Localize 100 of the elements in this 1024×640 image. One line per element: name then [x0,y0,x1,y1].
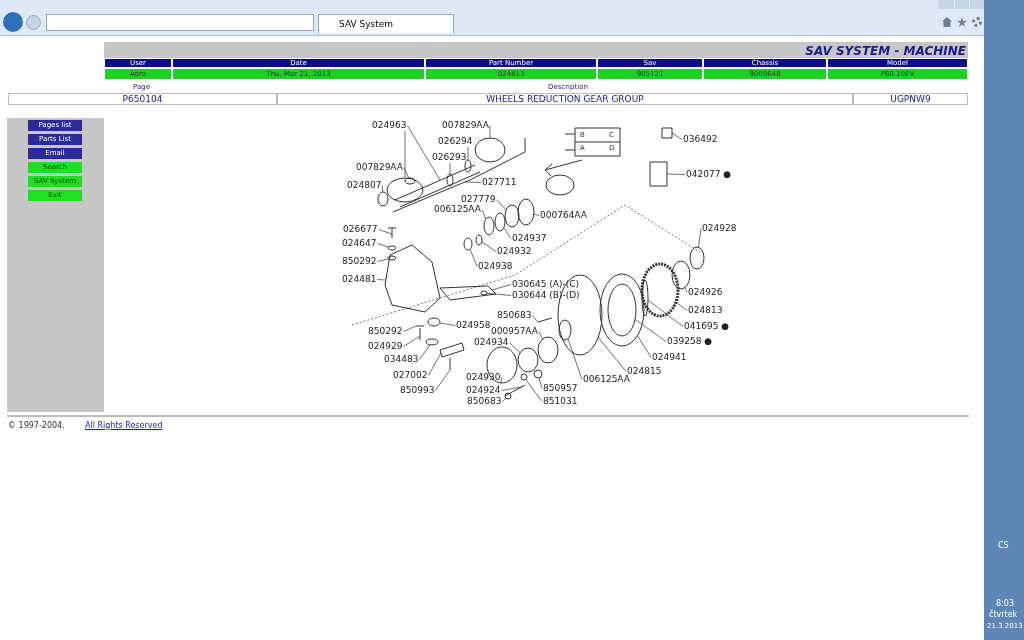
page-title: SAV SYSTEM - MACHINE [805,45,966,57]
spline-end [377,191,389,207]
leader-line [481,241,497,252]
leader-line [675,301,688,311]
callout-number: 024938 [478,262,513,271]
hub [537,336,559,364]
disc [599,273,645,347]
ring [427,317,441,327]
callout-number: 042077 ● [686,170,732,179]
callout-number: 024932 [497,247,532,256]
ring [520,373,528,381]
ring [494,212,506,232]
callout-number: 000957AA [491,327,538,336]
leader-line [403,335,421,347]
leader-line [538,331,543,340]
leader-line [382,185,384,193]
callout-number: 024963 [372,121,407,130]
browser-tab: SAV System [318,14,454,33]
callout-number: 850292 [342,257,377,266]
leader-line [469,248,478,267]
leader-line [377,258,389,262]
gear [640,262,680,318]
leader-line [403,167,410,179]
leader-line [464,181,482,183]
table-cell: P650104 [8,93,277,105]
bearing [671,260,691,290]
callout-number: 034483 [384,355,419,364]
clock-time: 8:03 [996,600,1014,608]
bearing [483,216,495,236]
callout-number: 024481 [342,275,377,284]
leader-line [671,132,683,140]
leader-line [525,379,543,402]
callout-number: 850292 [368,327,403,336]
callout-number: 041695 ● [684,322,730,331]
leader-line [496,199,507,211]
callout-number: 024941 [652,353,687,362]
ring [533,369,543,379]
leader-line [419,344,431,360]
bolt [504,384,526,397]
leader-line [532,315,539,323]
language-indicator: CS [998,542,1009,550]
ring [463,237,473,251]
arm [439,285,497,301]
leader-line [404,130,406,179]
callout-number: 850993 [400,386,435,395]
callout-number: 850683 [467,397,502,406]
yoke [386,177,424,203]
leader-line [509,342,521,353]
seal-ring [517,198,535,226]
leader-line [684,287,688,293]
callout-number: 006125AA [583,375,630,384]
callout-number: 027002 [393,371,428,380]
callout-number: 024813 [688,306,723,315]
callout-number: 007829AA [356,163,403,172]
callout-number: 024928 [702,224,737,233]
leader-line [439,322,456,326]
leader-line [503,227,512,239]
circlip [425,338,439,346]
ring [475,234,483,246]
leader-line [407,125,441,181]
leader-line [377,243,389,248]
washer [387,245,397,251]
leader-line [502,397,507,402]
ring [504,204,520,228]
callout-number: 024807 [347,181,382,190]
table-cell: UGPNW9 [853,93,968,105]
bolt [537,317,553,323]
callout-number: 026677 [343,225,378,234]
cube [661,127,673,139]
leader-line [377,279,387,281]
housing [384,244,441,313]
callout-number: 024924 [466,386,501,395]
leader-line [435,369,451,391]
callout-number: 850957 [543,384,578,393]
leader-line [637,335,652,358]
callout-number: 030644 (B)-(D) [512,291,580,300]
callout-number: 024815 [627,367,662,376]
package [649,161,668,187]
callout-number: 024934 [474,338,509,347]
link: All Rights Reserved [85,422,163,430]
copyright-text: © 1997-2004. [8,422,65,430]
leader-line [449,162,451,175]
callout-number: 850683 [497,311,532,320]
callout-number: 000764AA [540,211,587,220]
table-cell: WHEELS REDUCTION GEAR GROUP [277,93,853,105]
ring [689,246,705,270]
callout-number: 030645 (A)-(C) [512,280,579,289]
callout-number: 024958 [456,321,491,330]
leader-line [567,338,583,380]
leader-line [489,125,491,139]
leader-line [467,146,469,161]
callout-number: 024647 [342,239,377,248]
callout-number: 024929 [368,342,403,351]
leader-line [403,325,417,332]
callout-number: 039258 ● [667,337,713,346]
leader-line [378,229,393,235]
leader-line [481,209,487,220]
callout-number: 036492 [683,135,718,144]
leader-line [666,173,686,175]
leader-line [501,386,523,391]
